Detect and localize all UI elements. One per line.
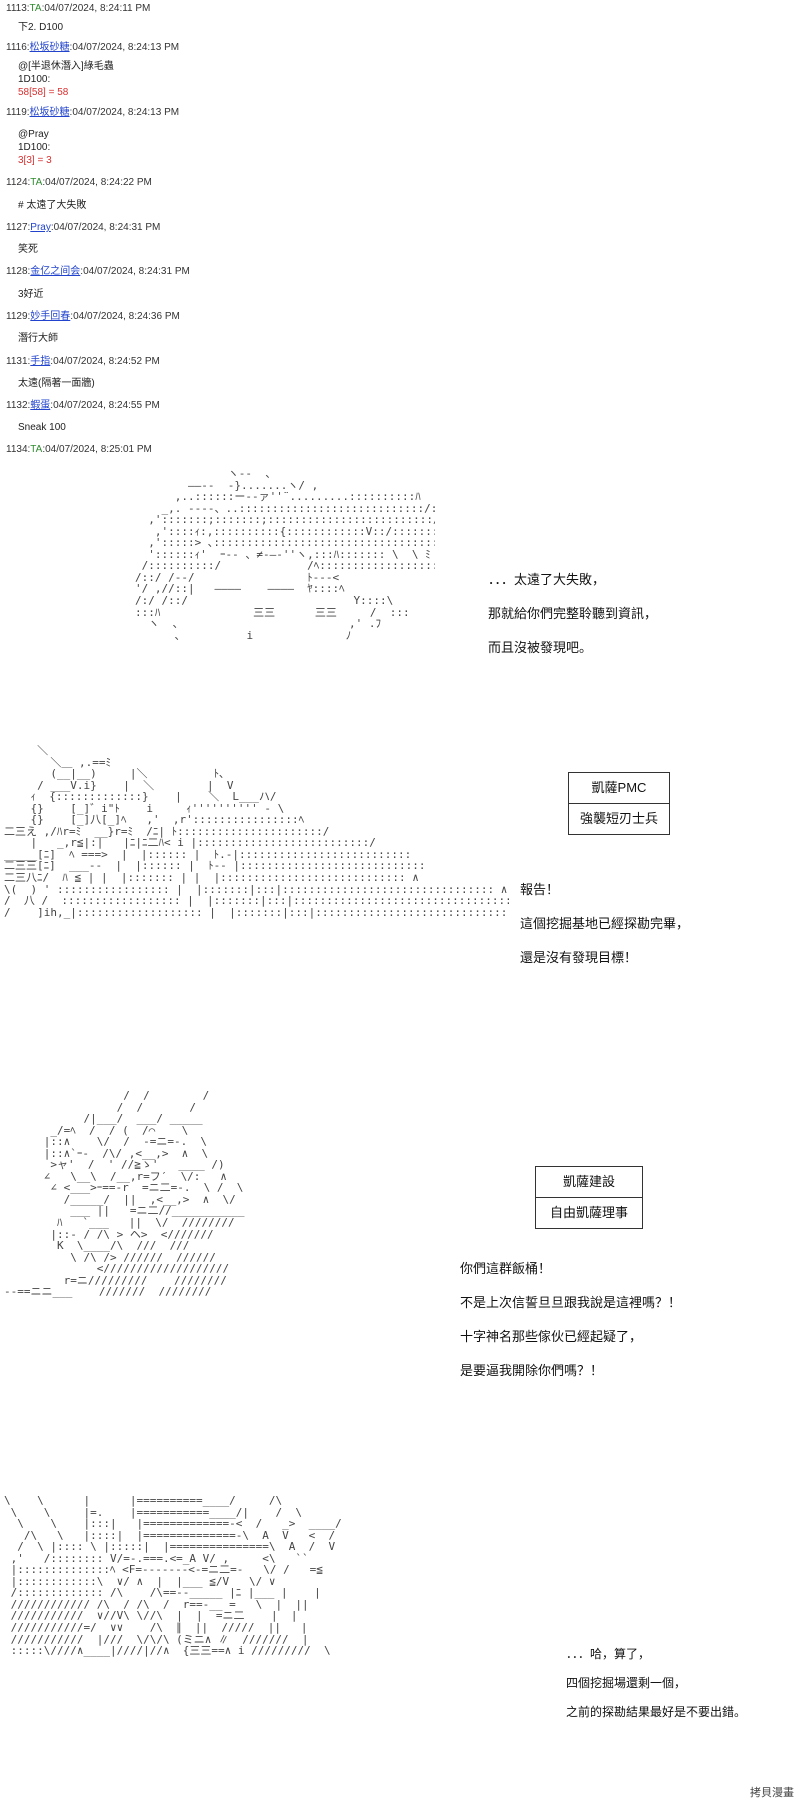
poster-name: TA: [30, 444, 43, 455]
ascii-art-character-1: ヽ-‐ 、 ――‐- ‐}.......ヽ/ , ,..::::::ー-‐ァ''…: [135, 468, 435, 642]
post-body: Sneak 100: [18, 422, 66, 433]
speaker-affiliation: 凱薩PMC: [591, 780, 647, 795]
ascii-art-soldiers: ＼ ＼＿ ,.==ﾐ (__|__) |＼ ﾄ､ / ___V.i} | ＼ |…: [4, 745, 509, 919]
dialogue-line: 報告！: [520, 882, 560, 897]
dialogue-line: 還是沒有發現目標！: [520, 950, 638, 965]
dice-result: 3[3] = 3: [18, 155, 52, 166]
poster-name-link[interactable]: 蝦蛋: [30, 400, 51, 411]
watermark: 拷貝漫畫: [750, 1787, 794, 1799]
post-header: 1128:金亿之间会:04/07/2024, 8:24:31 PM: [6, 266, 190, 277]
dialogue-line: 之前的探勘結果最好是不要出錯。: [566, 1705, 747, 1719]
speaker-box-construction: 凱薩建設 自由凱薩理事: [535, 1166, 643, 1229]
post-body: @[半退休潛入]綠毛蟲 1D100:: [18, 61, 114, 85]
dialogue-line: 而且沒被發現吧。: [488, 640, 593, 655]
post-body: 太遠(隔著一面牆): [18, 378, 95, 389]
dialogue-line: ．．．哈，算了，: [566, 1647, 651, 1661]
dialogue-2: 報告！ 這個挖掘基地已經探勘完畢， 還是沒有發現目標！: [520, 873, 689, 975]
post-header: 1131:手指:04/07/2024, 8:24:52 PM: [6, 356, 160, 367]
post-header: 1116:松坂砂糖:04/07/2024, 8:24:13 PM: [6, 42, 180, 53]
dice-result: 58[58] = 58: [18, 87, 69, 98]
post-header: 1129:妙手回春:04/07/2024, 8:24:36 PM: [6, 311, 180, 322]
ascii-art-executive: / / / / / / /|___/ ___/ _____ _/=ﾍ / / (…: [4, 1090, 245, 1299]
ascii-art-excavation-site: \ \ | |==========____/ /\ \ \ |=. |=====…: [4, 1495, 342, 1658]
dialogue-line: 十字神名那些傢伙已經起疑了，: [460, 1329, 643, 1344]
post-body: 3好近: [18, 289, 44, 300]
speaker-box-pmc: 凱薩PMC 強襲短刃士兵: [568, 772, 670, 835]
post-header: 1113:TA:04/07/2024, 8:24:11 PM: [6, 3, 151, 14]
post-header: 1119:松坂砂糖:04/07/2024, 8:24:13 PM: [6, 107, 180, 118]
post-body: # 太遠了大失敗: [18, 200, 87, 211]
post-body: 笑死: [18, 244, 38, 255]
poster-name-link[interactable]: 松坂砂糖: [29, 42, 70, 53]
post-header: 1127:Pray:04/07/2024, 8:24:31 PM: [6, 222, 161, 233]
dialogue-line: 是要逼我開除你們嗎？！: [460, 1363, 604, 1378]
dialogue-line: 不是上次信誓旦旦跟我說是這裡嗎？！: [460, 1295, 682, 1310]
dialogue-line: 四個挖掘場還剩一個，: [566, 1676, 687, 1690]
speaker-role: 自由凱薩理事: [536, 1197, 642, 1228]
poster-name-link[interactable]: 金亿之间会: [30, 266, 81, 277]
dialogue-3: 你們這群飯桶！ 不是上次信誓旦旦跟我說是這裡嗎？！ 十字神名那些傢伙已經起疑了，…: [460, 1252, 681, 1388]
post-body: 潛行大師: [18, 333, 58, 344]
dialogue-1: ．．．太遠了大失敗， 那就給你們完整聆聽到資訊， 而且沒被發現吧。: [488, 563, 657, 665]
post-header: 1134:TA:04/07/2024, 8:25:01 PM: [6, 444, 152, 455]
poster-name-link[interactable]: Pray: [30, 222, 51, 233]
post-header: 1124:TA:04/07/2024, 8:24:22 PM: [6, 177, 152, 188]
dialogue-line: 那就給你們完整聆聽到資訊，: [488, 606, 658, 621]
poster-name-link[interactable]: 手指: [30, 356, 51, 367]
dialogue-line: 這個挖掘基地已經探勘完畢，: [520, 916, 690, 931]
poster-name-link[interactable]: 松坂砂糖: [29, 107, 70, 118]
post-body: @Pray 1D100:: [18, 129, 51, 153]
speaker-affiliation: 凱薩建設: [562, 1174, 615, 1189]
dialogue-line: 你們這群飯桶！: [460, 1261, 552, 1276]
poster-name-link[interactable]: 妙手回春: [30, 311, 71, 322]
poster-name: TA: [30, 177, 43, 188]
dialogue-4: ．．．哈，算了， 四個挖掘場還剩一個， 之前的探勘結果最好是不要出錯。: [566, 1640, 746, 1727]
poster-name: TA: [29, 3, 42, 14]
post-body: 下2. D100: [18, 22, 64, 33]
speaker-role: 強襲短刃士兵: [569, 803, 669, 834]
post-header: 1132:蝦蛋:04/07/2024, 8:24:55 PM: [6, 400, 160, 411]
dialogue-line: ．．．太遠了大失敗，: [488, 572, 606, 587]
